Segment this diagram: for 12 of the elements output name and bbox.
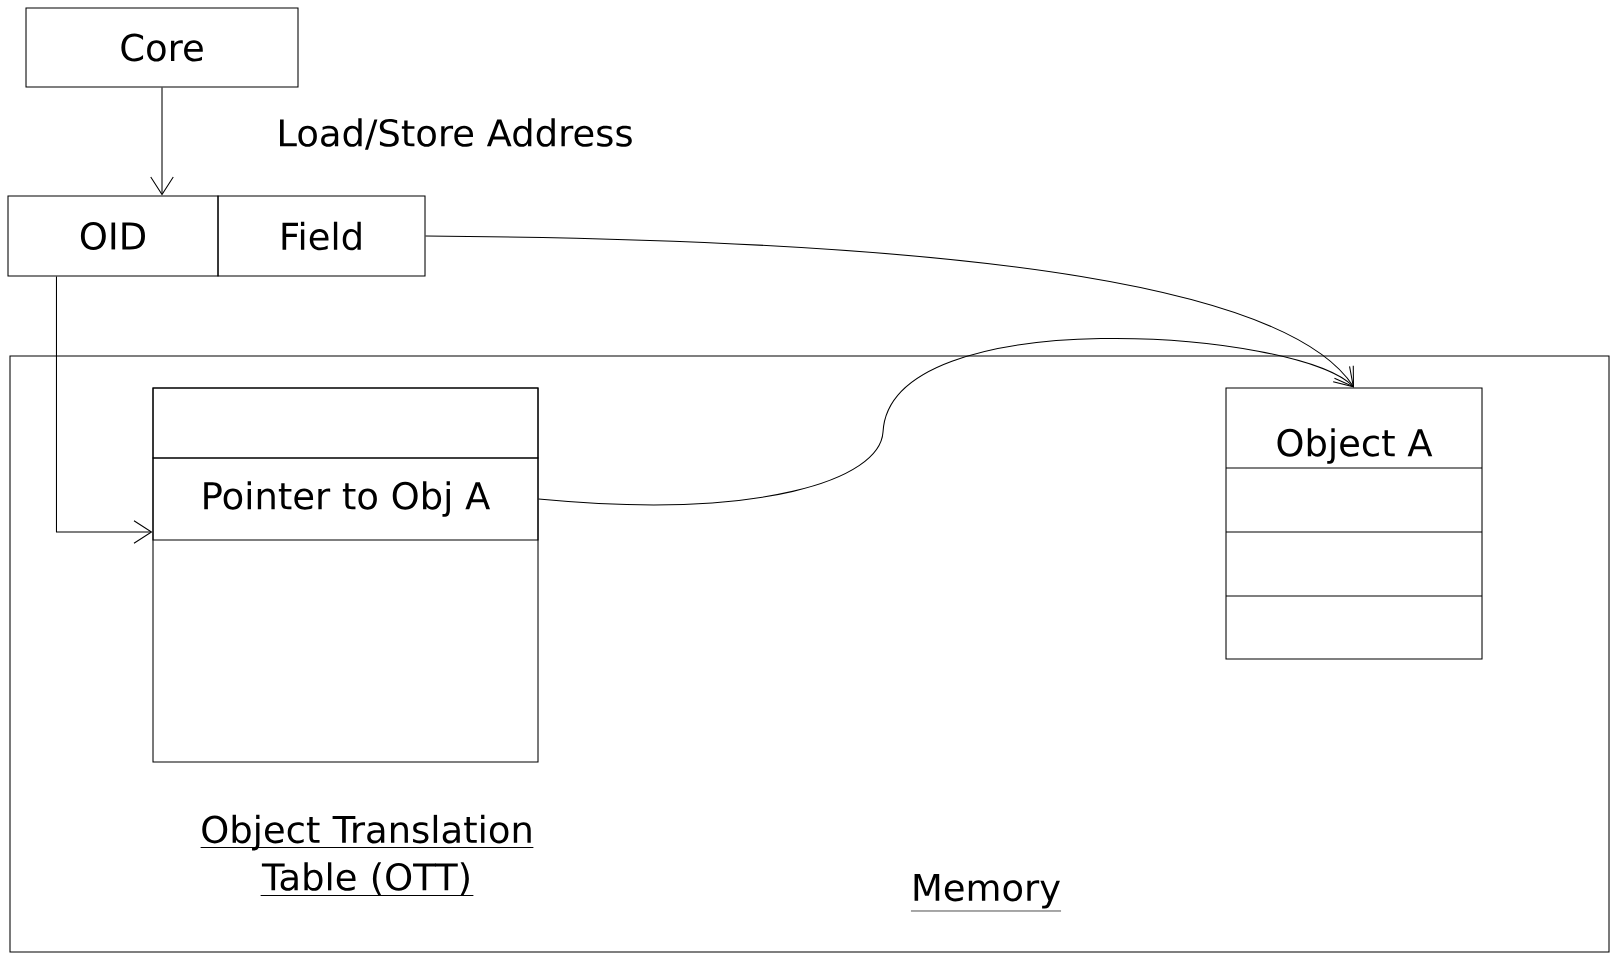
- core-box: Core: [25, 7, 299, 88]
- node-label: Object Translation Table (OTT): [202, 814, 531, 896]
- arrow: [150, 87, 174, 196]
- register-field: OID: [7, 195, 219, 277]
- table-row: [152, 387, 539, 459]
- register-field: Field: [217, 195, 426, 277]
- arrow: [55, 276, 153, 544]
- table-row: Pointer to Obj A: [152, 457, 539, 541]
- arrow: [425, 235, 1354, 388]
- object-box: Object A: [1225, 387, 1483, 660]
- edge-label: Load/Store Address: [280, 118, 632, 150]
- arrow: [538, 338, 1354, 506]
